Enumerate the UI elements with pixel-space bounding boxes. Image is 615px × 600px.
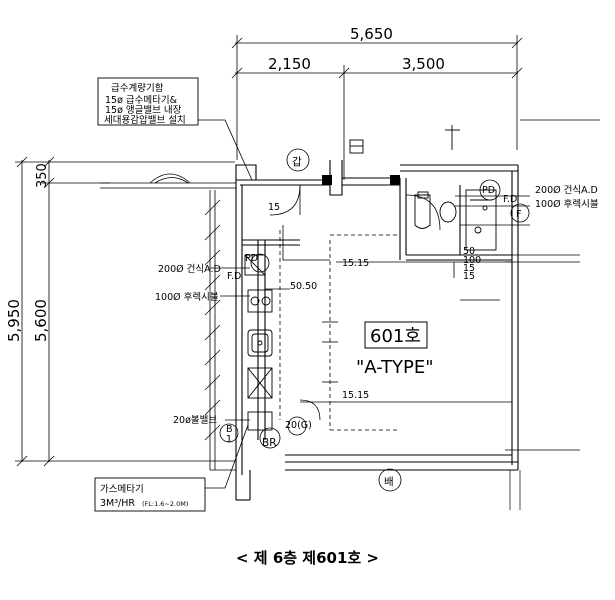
label-rear-100-right: 100Ø 후렉시블: [535, 199, 599, 210]
water-meter-note-line-2: 15ø 급수메타기&: [105, 95, 178, 106]
label-g-20: 20(G): [285, 420, 312, 431]
top-dimension-lines: [231, 35, 523, 180]
left-dimension-lines: [15, 156, 235, 467]
label-dry-200-left: 200Ø 건식A.D: [158, 264, 221, 275]
dim-left-top: 350: [35, 163, 50, 188]
room-number: 601호: [370, 326, 421, 347]
room-type: "A-TYPE": [356, 357, 434, 378]
label-h-100: 100: [463, 255, 481, 266]
label-bae: 배: [384, 476, 394, 488]
label-pd-left: PD: [245, 253, 258, 264]
entry-marker: [349, 125, 460, 154]
right-extension-lines: [406, 119, 600, 510]
label-gap: 갑: [292, 156, 302, 168]
unit-walls: [235, 160, 519, 501]
label-b1-bottom: 1: [226, 434, 232, 445]
label-fd-left: F.D: [227, 271, 241, 282]
gas-meter-note-small: (FL:1.6~2.0M): [142, 500, 188, 508]
label-h-5050: 50.50: [290, 281, 317, 292]
dim-top-left: 2,150: [268, 55, 311, 73]
label-h-1515-b: 15.15: [342, 390, 369, 401]
label-dry-200-right: 200Ø 건식A.D: [535, 185, 598, 196]
bathroom-fixtures: [414, 189, 497, 251]
label-h-50: 50: [463, 246, 475, 257]
door-swings: [269, 184, 441, 421]
kitchen-fixtures: [244, 254, 273, 431]
dim-top-total: 5,650: [350, 25, 393, 43]
label-h-15: 15: [268, 202, 280, 213]
water-meter-note-line-1: 급수계량기함: [111, 82, 164, 94]
plan-caption: < 제 6층 제601호 >: [236, 549, 379, 567]
label-h-15-b: 15: [463, 263, 475, 274]
balcony-hatch: [204, 199, 221, 441]
piping-lines: [279, 230, 400, 431]
label-fd-right: F.D: [503, 194, 517, 205]
label-h-15-c: 15: [463, 271, 475, 282]
gas-meter-note-line-1: 가스메타기: [100, 484, 144, 495]
label-h-1515-a: 15.15: [342, 258, 369, 269]
label-f-mark: F: [516, 209, 521, 220]
piping-solid: [265, 195, 530, 403]
drain-symbols: [219, 148, 530, 492]
gas-meter-note-line-2: 3M³/HR: [100, 498, 135, 509]
dim-left-outer: 5,950: [5, 299, 23, 342]
label-pd-right: PD: [482, 185, 495, 196]
structural-columns: [322, 175, 400, 185]
room-number-box: [364, 321, 428, 349]
label-br: BR: [262, 437, 277, 449]
water-meter-note-line-3: 15ø 앵글밸브 내장: [105, 105, 182, 116]
water-meter-note-line-4: 세대용감압밸브 설치: [104, 114, 186, 126]
label-valve-20: 20ø볼밸브: [173, 415, 217, 426]
gas-meter-note-box: [94, 477, 206, 512]
label-b1-top: B: [226, 424, 233, 435]
label-rear-100-left: 100Ø 후렉시블: [155, 292, 219, 303]
note-leaders: [198, 119, 253, 489]
water-meter-note-box: [97, 77, 199, 126]
dim-top-right: 3,500: [402, 55, 445, 73]
dim-left-inner: 5,600: [32, 299, 50, 342]
